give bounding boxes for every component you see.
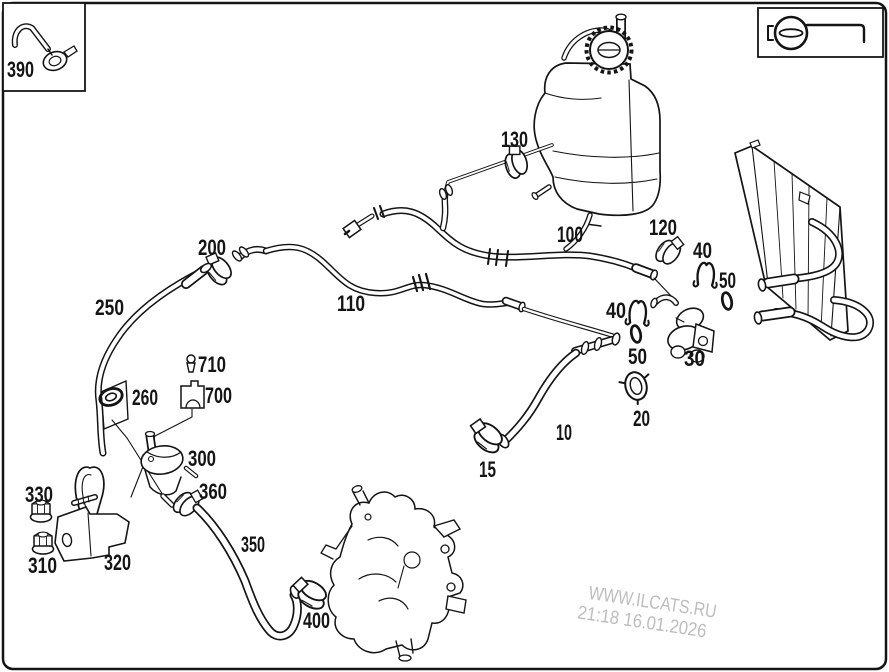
heater-core-pipe-upper — [757, 218, 843, 292]
callout-260: 260 — [132, 385, 158, 410]
callout-130: 130 — [501, 127, 528, 152]
callout-100: 100 — [557, 222, 583, 247]
engine-connection-housing — [320, 485, 467, 662]
hose-110 — [197, 243, 620, 340]
heater-core-pipe-lower — [753, 296, 874, 342]
hose-350 — [192, 503, 333, 641]
grommet-260-icon — [98, 387, 124, 407]
valve-710-symbol — [186, 354, 196, 373]
callout-300: 300 — [188, 446, 216, 471]
bracket-320 — [29, 466, 130, 562]
callout-10: 10 — [556, 420, 572, 445]
tank-filler-cap — [584, 25, 634, 75]
callout-110: 110 — [337, 291, 365, 316]
callout-50: 50 — [628, 344, 647, 369]
legend-box — [757, 7, 884, 58]
hose-10 — [463, 323, 650, 458]
callout-320: 320 — [104, 550, 131, 575]
callout-20: 20 — [633, 406, 650, 431]
callout-120: 120 — [649, 215, 677, 240]
callout-710: 710 — [198, 352, 226, 377]
callout-250: 250 — [95, 295, 124, 320]
callout-30: 30 — [684, 346, 705, 371]
valve-300 — [140, 430, 207, 522]
hose-100 — [342, 184, 675, 300]
callout-200: 200 — [198, 235, 226, 260]
callout-390: 390 — [7, 57, 34, 82]
callout-15: 15 — [479, 457, 496, 482]
hose-250 — [94, 262, 213, 504]
heater-core — [734, 139, 874, 342]
callout-360: 360 — [199, 479, 227, 504]
callout-350: 350 — [241, 532, 265, 557]
callout-labels: 390 130 100 110 120 200 250 260 710 700 … — [7, 57, 736, 633]
expansion-tank — [531, 13, 662, 252]
callout-40: 40 — [606, 298, 626, 323]
callout-40: 40 — [693, 238, 712, 263]
hose-clamp-legend-icon — [767, 15, 866, 51]
nut-310-icon — [31, 531, 55, 555]
callout-400: 400 — [303, 608, 330, 633]
callout-700: 700 — [205, 383, 232, 408]
callout-310: 310 — [28, 553, 57, 578]
callout-330: 330 — [25, 482, 53, 507]
inset-box-390 — [2, 2, 86, 92]
callout-50: 50 — [719, 268, 736, 293]
flange-20-icon — [618, 371, 650, 406]
line-clip-390-drawing — [11, 23, 78, 72]
temperature-sensor-fitting — [342, 205, 385, 239]
valve-30 — [624, 230, 735, 363]
